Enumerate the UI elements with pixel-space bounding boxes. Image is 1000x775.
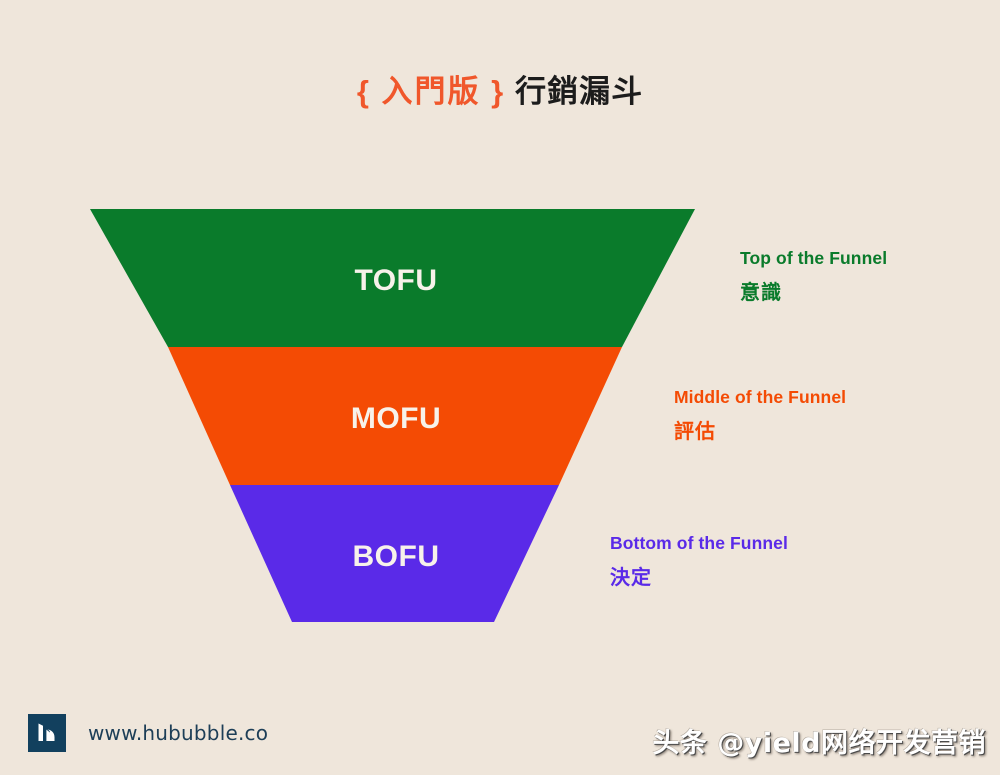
hububble-h-logo-glyph — [38, 723, 55, 741]
footer-website-url[interactable]: www.hububble.co — [88, 721, 269, 745]
funnel-annotation-tofu-en: Top of the Funnel — [740, 248, 888, 268]
funnel-label-mofu: MOFU — [351, 402, 441, 435]
funnel-stage-mofu[interactable] — [168, 347, 622, 485]
funnel-label-bofu: BOFU — [353, 540, 440, 573]
funnel-stage-tofu[interactable] — [90, 209, 695, 347]
funnel-label-tofu: TOFU — [354, 264, 437, 297]
hububble-h-logo-icon — [28, 714, 66, 752]
page-title-main: 行銷漏斗 — [515, 74, 644, 109]
funnel-annotation-bofu: Bottom of the Funnel 決定 — [610, 533, 788, 590]
watermark-text: 头条 @yield网络开发营销 — [652, 728, 986, 759]
funnel-annotation-mofu: Middle of the Funnel 評估 — [674, 387, 847, 444]
funnel-annotation-bofu-zh: 決定 — [610, 567, 652, 590]
funnel-annotation-bofu-en: Bottom of the Funnel — [610, 533, 788, 553]
page-title: { 入門版 } 行銷漏斗 — [0, 66, 1000, 111]
page-title-bracketed-prefix: { 入門版 } — [356, 74, 506, 109]
funnel-stage-bofu[interactable] — [230, 485, 559, 622]
funnel-annotation-mofu-en: Middle of the Funnel — [674, 387, 847, 407]
funnel-annotation-mofu-zh: 評估 — [674, 421, 716, 444]
funnel-annotation-tofu-zh: 意識 — [740, 282, 782, 305]
funnel-annotation-tofu: Top of the Funnel 意識 — [740, 248, 888, 305]
footer-brand: www.hububble.co — [28, 714, 268, 752]
